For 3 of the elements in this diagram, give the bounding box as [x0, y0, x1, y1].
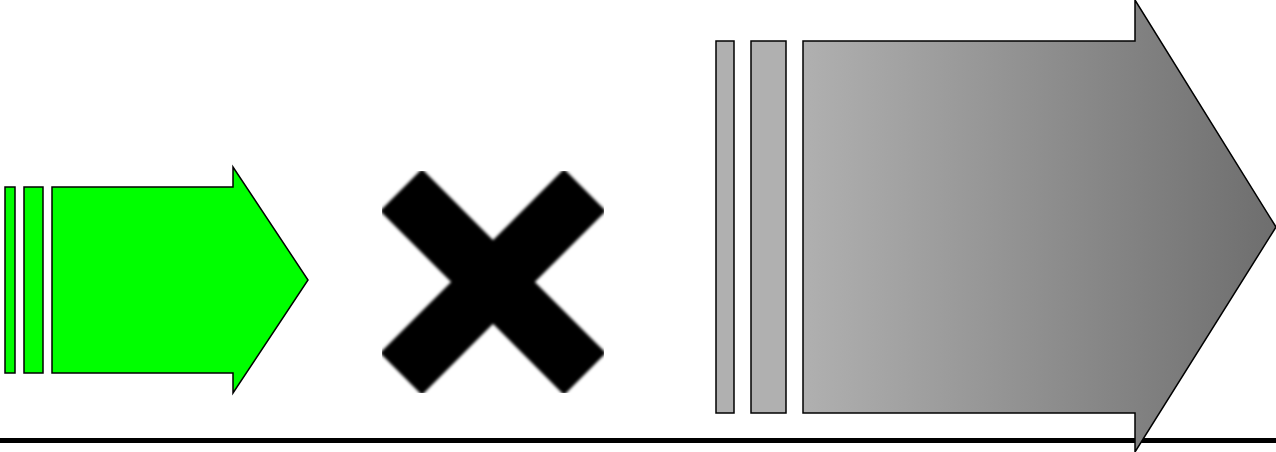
striped-arrow [715, 0, 1276, 452]
cross-icon [380, 169, 606, 395]
striped-arrow [4, 164, 309, 396]
